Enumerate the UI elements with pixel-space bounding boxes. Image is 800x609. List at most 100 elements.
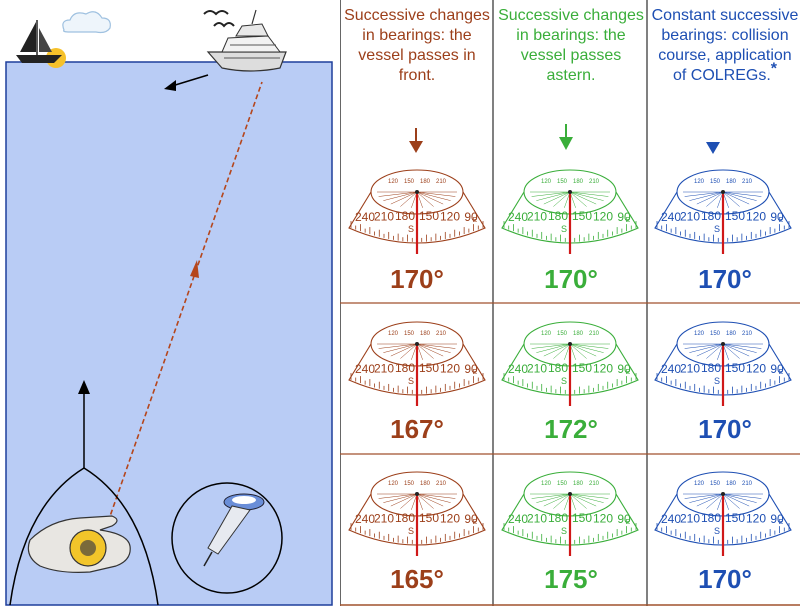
dial-scale-label: 90 xyxy=(464,512,478,526)
dial-rose-line xyxy=(531,493,571,499)
dial-south-label: S xyxy=(714,526,720,536)
dial-inner-label: 150 xyxy=(404,481,415,487)
dial-center xyxy=(721,342,725,346)
dial-scale-label: 240 xyxy=(508,512,528,526)
yacht-icon xyxy=(206,9,287,72)
dial-scale-label: 90 xyxy=(617,512,631,526)
dial-center xyxy=(568,492,572,496)
bearings-table: Successive changes in bearings: the vess… xyxy=(340,0,800,609)
dial-scale-label: 240 xyxy=(661,210,681,224)
dial-scale-label: 210 xyxy=(527,512,547,526)
dial-inner-label: 120 xyxy=(694,179,705,185)
dial-center xyxy=(415,190,419,194)
dial-east-label: E xyxy=(779,369,784,376)
dial-inner-label: 150 xyxy=(710,331,721,337)
dial-rose-line xyxy=(696,343,724,357)
dial-inner-label: 210 xyxy=(589,481,600,487)
dial-rose-line xyxy=(706,191,724,207)
dial-scale-label: 90 xyxy=(617,210,631,224)
dial-rose-line xyxy=(569,191,597,205)
dial-rose-line xyxy=(689,191,724,201)
dial-inner-label: 120 xyxy=(388,331,399,337)
dial-rose-line xyxy=(722,191,750,205)
birds-icon xyxy=(203,10,235,28)
dial-south-label: S xyxy=(561,376,567,386)
dial-scale-label: 180 xyxy=(395,511,415,525)
dial-rose-line xyxy=(543,191,571,205)
dial-rose-line xyxy=(416,191,444,205)
dial-rose-line xyxy=(569,191,604,201)
dial-inner-label: 180 xyxy=(726,331,737,337)
dial-inner-label: 180 xyxy=(573,481,584,487)
hand-compass-icon xyxy=(27,515,131,573)
dial-center xyxy=(568,190,572,194)
dial-scale-label: 150 xyxy=(419,511,439,525)
dial-scale-label: 210 xyxy=(527,362,547,376)
dial-inner-label: 210 xyxy=(742,331,753,337)
dial-scale-label: 90 xyxy=(464,362,478,376)
dial-rose-line xyxy=(722,191,762,197)
navigation-scene xyxy=(5,9,333,606)
dial-south-label: S xyxy=(714,224,720,234)
dial-inner-label: 210 xyxy=(742,481,753,487)
dial-rose-line xyxy=(383,343,418,353)
dial-inner-label: 210 xyxy=(436,331,447,337)
dial-inner-label: 210 xyxy=(742,179,753,185)
dial-rose-line xyxy=(722,343,740,359)
dial-south-label: S xyxy=(561,224,567,234)
dial-rose-line xyxy=(569,493,587,509)
dial-rose-line xyxy=(416,343,451,353)
dial-inner-label: 120 xyxy=(388,179,399,185)
dial-scale-label: 150 xyxy=(725,511,745,525)
dial-rose-line xyxy=(569,343,609,349)
dial-scale-label: 180 xyxy=(548,361,568,375)
bearing-line xyxy=(107,81,263,523)
dial-rose-line xyxy=(416,493,456,499)
dial-rose-line xyxy=(553,343,571,359)
dial-inner-label: 210 xyxy=(436,179,447,185)
dial-rose-line xyxy=(569,493,609,499)
column-1-arrowhead xyxy=(409,141,423,153)
dial-scale-label: 150 xyxy=(572,511,592,525)
dial-inner-label: 150 xyxy=(557,331,568,337)
colregs-footnote-mark: * xyxy=(770,60,778,78)
dial-south-label: S xyxy=(408,376,414,386)
dial-rose-line xyxy=(416,191,456,197)
column-1-header: Successive changes in bearings: the vess… xyxy=(344,7,490,84)
dial-scale-label: 210 xyxy=(374,362,394,376)
dial-scale-label: 150 xyxy=(419,361,439,375)
dial-scale-label: 90 xyxy=(770,362,784,376)
dial-rose-line xyxy=(400,191,418,207)
dial-rose-line xyxy=(390,493,418,507)
dial-scale-label: 150 xyxy=(725,361,745,375)
dial-center xyxy=(721,190,725,194)
dial-scale-label: 240 xyxy=(508,210,528,224)
dial-rose-line xyxy=(696,191,724,205)
reading-col3-row2: 170° xyxy=(698,414,752,444)
dial-inner-label: 180 xyxy=(420,179,431,185)
dial-scale-label: 240 xyxy=(508,362,528,376)
dial-rose-line xyxy=(689,493,724,503)
dial-rose-line xyxy=(416,191,434,207)
dial-rose-line xyxy=(378,343,418,349)
dial-south-label: S xyxy=(408,526,414,536)
dial-rose-line xyxy=(722,191,740,207)
observer-heading-arrowhead xyxy=(78,380,90,394)
dial-rose-line xyxy=(416,343,444,357)
reading-col1-row1: 170° xyxy=(390,264,444,294)
yacht-heading-arrowhead xyxy=(164,80,176,91)
dial-rose-line xyxy=(400,493,418,509)
dial-scale-label: 240 xyxy=(661,362,681,376)
column-2-header: Successive changes in bearings: the vess… xyxy=(498,7,644,84)
dial-rose-line xyxy=(543,493,571,507)
dial-inner-label: 210 xyxy=(436,481,447,487)
dial-inner-label: 150 xyxy=(557,481,568,487)
dial-inner-label: 180 xyxy=(420,481,431,487)
dial-scale-label: 120 xyxy=(440,362,460,376)
dial-rose-line xyxy=(722,343,750,357)
dial-rose-line xyxy=(416,191,451,201)
dial-scale-label: 180 xyxy=(395,209,415,223)
